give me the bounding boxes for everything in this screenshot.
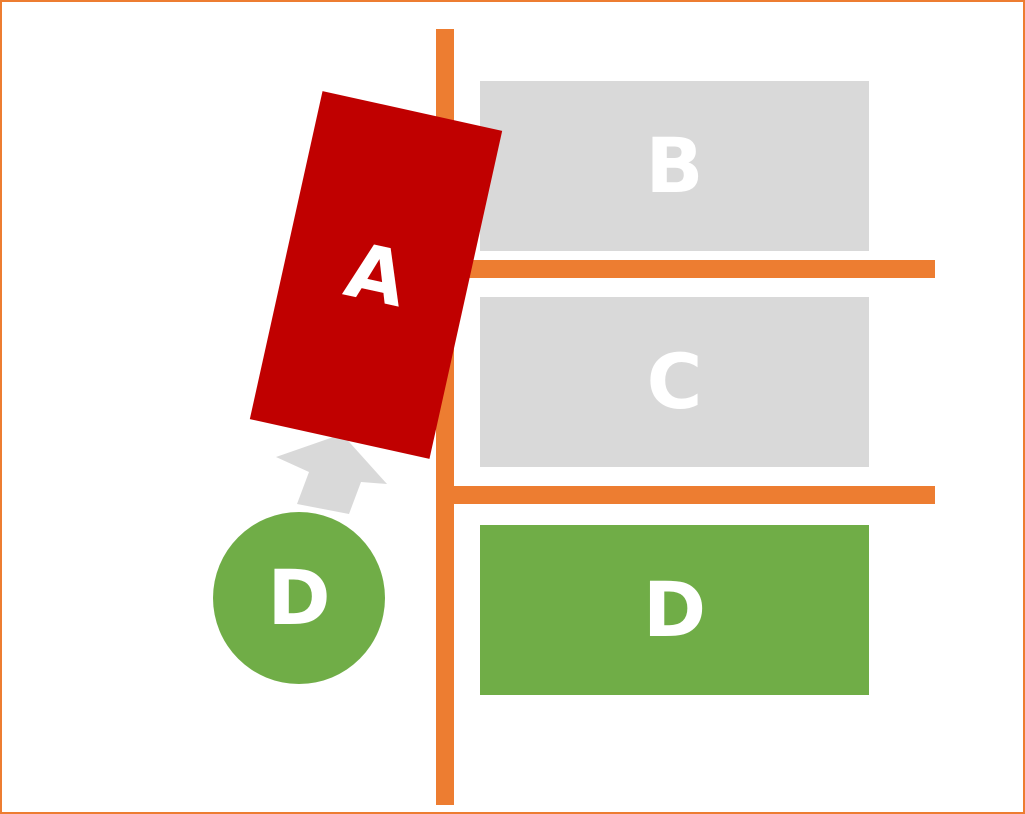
incoming-circle-d-label: D bbox=[267, 553, 331, 642]
block-a-label: A bbox=[337, 224, 415, 325]
shelf-line-bottom bbox=[454, 486, 935, 504]
slot-b-label: B bbox=[645, 121, 704, 210]
slot-d: D bbox=[480, 525, 869, 695]
slot-c: C bbox=[480, 297, 869, 467]
slot-c-label: C bbox=[646, 337, 703, 426]
up-arrow-shape bbox=[276, 434, 387, 514]
slot-d-label: D bbox=[642, 565, 707, 654]
incoming-circle-d: D bbox=[213, 512, 385, 684]
slot-b: B bbox=[480, 81, 869, 251]
shelf-line-top bbox=[454, 260, 935, 278]
